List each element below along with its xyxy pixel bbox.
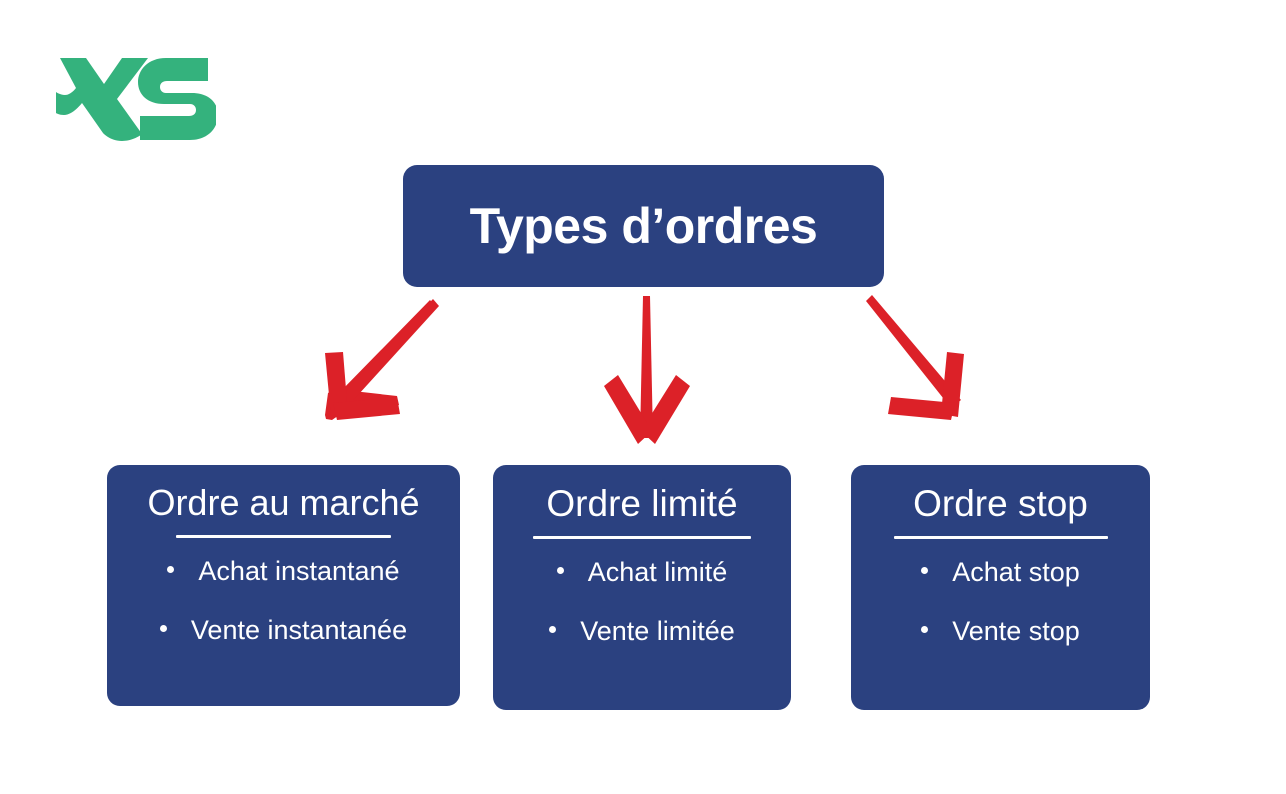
diagram-root-node: Types d’ordres xyxy=(403,165,884,287)
list-item: Achat stop xyxy=(921,559,1080,586)
bullet-dot-icon xyxy=(556,567,564,575)
card-bullet-list: Achat limité Vente limitée xyxy=(493,559,791,645)
card-title: Ordre au marché xyxy=(147,482,420,523)
card-ordre-limite: Ordre limité Achat limité Vente limitée xyxy=(493,465,791,710)
card-ordre-stop: Ordre stop Achat stop Vente stop xyxy=(851,465,1150,710)
card-divider xyxy=(533,536,751,540)
list-item: Achat instantané xyxy=(167,556,400,587)
arrow-right-icon xyxy=(866,295,964,420)
list-item-label: Achat stop xyxy=(952,557,1080,588)
card-bullet-list: Achat stop Vente stop xyxy=(851,559,1150,645)
card-ordre-au-marche: Ordre au marché Achat instantané Vente i… xyxy=(107,465,460,706)
card-divider xyxy=(893,536,1108,540)
card-bullet-list: Achat instantané Vente instantanée xyxy=(107,558,460,644)
list-item-label: Achat limité xyxy=(587,557,728,588)
card-title: Ordre stop xyxy=(913,483,1088,524)
arrow-center-icon xyxy=(604,296,690,444)
card-divider xyxy=(176,535,391,539)
list-item-label: Vente instantanée xyxy=(190,615,408,646)
list-item-label: Vente stop xyxy=(952,616,1080,647)
card-title: Ordre limité xyxy=(546,483,738,524)
bullet-dot-icon xyxy=(159,625,167,633)
list-item: Achat limité xyxy=(556,557,728,588)
arrow-left-icon xyxy=(325,299,439,420)
list-item-label: Achat instantané xyxy=(198,556,400,587)
bullet-dot-icon xyxy=(921,626,929,634)
bullet-dot-icon xyxy=(167,566,175,574)
list-item: Vente instantanée xyxy=(159,615,408,646)
list-item-label: Vente limitée xyxy=(580,616,735,647)
bullet-dot-icon xyxy=(549,626,557,634)
list-item: Vente limitée xyxy=(549,618,735,645)
diagram-root-label: Types d’ordres xyxy=(469,198,818,254)
list-item: Vente stop xyxy=(921,618,1080,645)
bullet-dot-icon xyxy=(921,567,929,575)
xs-logo xyxy=(56,52,218,144)
